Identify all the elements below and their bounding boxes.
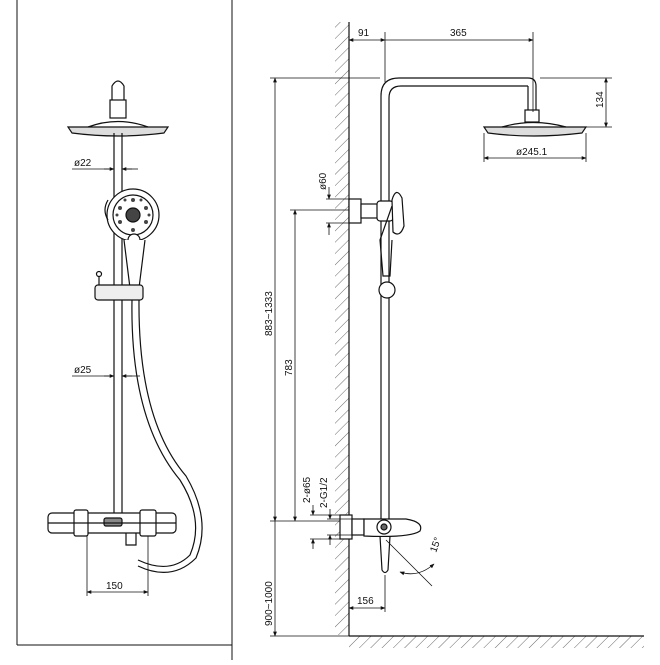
front-view-dimensions	[72, 167, 149, 596]
riser-inner	[388, 85, 528, 520]
slider-knob	[378, 281, 396, 299]
side-view-dimensions	[270, 32, 612, 637]
head-connector	[524, 109, 540, 123]
valve-projection-label: 156	[357, 596, 374, 607]
spout-angle-label: 15°	[428, 536, 444, 554]
hand-shower-mount	[104, 199, 109, 221]
rain-head-side	[482, 126, 588, 137]
side-view	[339, 77, 588, 574]
hand-shower-nozzles	[115, 198, 151, 232]
hand-shower-side	[391, 191, 405, 235]
top-cap	[111, 80, 125, 100]
rain-head-front	[66, 126, 170, 137]
riser-outer	[380, 77, 528, 520]
wall-hatch	[335, 22, 349, 635]
wall-offset-label: 91	[358, 28, 370, 39]
inlet-thread-label: 2-G1/2	[319, 477, 330, 508]
valve-body-side	[363, 518, 422, 538]
front-view	[47, 80, 203, 573]
bracket-spacing-label: 783	[284, 359, 295, 376]
height-adjust-label: 883~1333	[264, 291, 275, 336]
bar-pipe-dia-label: ø25	[74, 365, 92, 376]
hand-shower-handle	[123, 239, 146, 292]
spout	[379, 535, 391, 574]
head-height-label: 134	[595, 91, 606, 108]
hose-outer	[131, 299, 197, 567]
valve-width-label: 150	[106, 581, 123, 592]
top-wall-bracket	[348, 198, 362, 224]
slider-bracket	[94, 284, 144, 301]
floor-hatch	[349, 636, 644, 648]
rail-pipe-dia-label: ø22	[74, 158, 92, 169]
hose-inner	[137, 299, 203, 573]
valve-outlet	[125, 533, 137, 546]
install-height-label: 900~1000	[264, 581, 275, 626]
bracket-dia-label: ø60	[318, 172, 329, 190]
head-dia-label: ø245.1	[516, 147, 548, 158]
arm-length-label: 365	[450, 28, 467, 39]
drawing-frame	[16, 0, 233, 660]
escutcheon-dia-label: 2-ø65	[302, 476, 313, 503]
neck	[109, 99, 127, 119]
